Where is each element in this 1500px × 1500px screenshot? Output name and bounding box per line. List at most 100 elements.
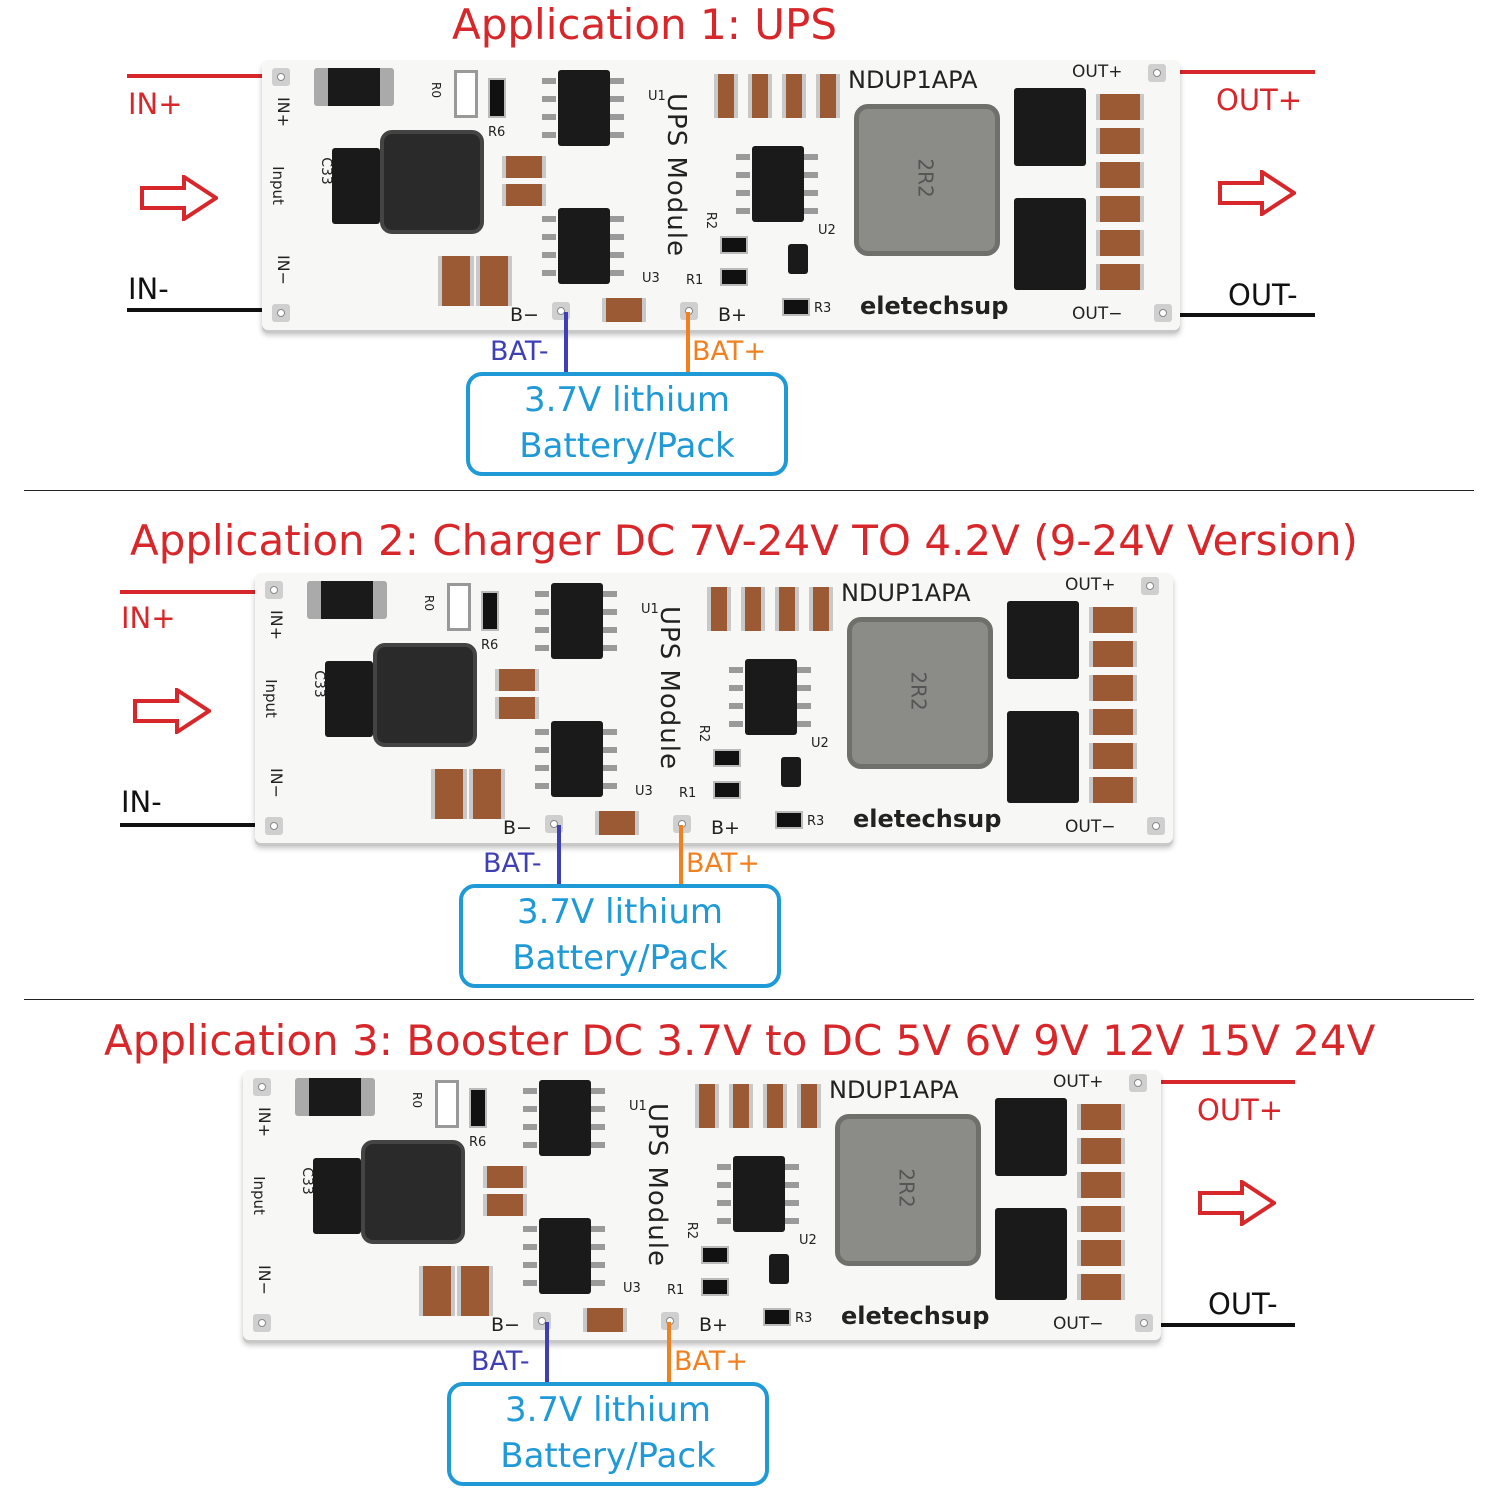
silk-in-plus: IN+ bbox=[274, 96, 294, 128]
capacitor bbox=[419, 1266, 455, 1316]
silk-b-minus: B− bbox=[503, 817, 532, 839]
capacitor bbox=[502, 184, 546, 206]
silk-r2: R2 bbox=[684, 1221, 700, 1240]
app2-bat-plus-wire bbox=[679, 825, 683, 885]
silk-b-minus: B− bbox=[491, 1314, 520, 1336]
silk-out-plus: OUT+ bbox=[1072, 62, 1123, 82]
capacitor-row bbox=[782, 74, 806, 118]
transistor-component bbox=[769, 1254, 789, 1284]
transistor-component bbox=[788, 244, 808, 274]
app3-output-arrow-icon bbox=[1198, 1180, 1276, 1226]
output-capacitor bbox=[1089, 777, 1137, 803]
capacitor bbox=[495, 669, 539, 691]
app1-input-arrow-icon bbox=[140, 175, 218, 221]
silk-b-minus: B− bbox=[510, 304, 539, 326]
app1-bat-plus-wire bbox=[686, 312, 690, 372]
app1-out-plus-label: OUT+ bbox=[1216, 83, 1303, 117]
resistor-r6 bbox=[481, 591, 499, 631]
out-minus-pad bbox=[1135, 1314, 1153, 1332]
silk-r3: R3 bbox=[814, 301, 832, 316]
app2-title: Application 2: Charger DC 7V-24V TO 4.2V… bbox=[130, 516, 1358, 565]
chip-u2-main bbox=[745, 659, 797, 735]
silk-r0: R0 bbox=[428, 82, 443, 98]
chip-u2-main bbox=[733, 1156, 785, 1232]
silk-input: Input bbox=[268, 166, 287, 205]
output-capacitor bbox=[1089, 675, 1137, 701]
silk-module-name: UPS Module bbox=[661, 92, 692, 258]
b-plus-pad bbox=[673, 815, 691, 833]
mosfet-component bbox=[325, 661, 373, 737]
resistor-r1 bbox=[720, 268, 748, 286]
diode-component bbox=[307, 581, 387, 619]
capacitor-row bbox=[714, 74, 738, 118]
resistor-r6 bbox=[469, 1088, 487, 1128]
silk-brand: eletechsup bbox=[853, 805, 1002, 833]
app1-out-plus-wire bbox=[1155, 70, 1315, 74]
silk-out-plus: OUT+ bbox=[1065, 575, 1116, 595]
silk-u3: U3 bbox=[635, 784, 653, 799]
out-minus-pad bbox=[1154, 304, 1172, 322]
silk-u2: U2 bbox=[799, 1233, 817, 1248]
silk-r3: R3 bbox=[795, 1311, 813, 1326]
app2-in-minus-label: IN- bbox=[121, 785, 162, 819]
mosfet-component bbox=[332, 148, 380, 224]
output-mosfet bbox=[1014, 88, 1086, 166]
in-minus-pad bbox=[265, 817, 283, 835]
capacitor bbox=[469, 769, 505, 819]
battery-line2: Battery/Pack bbox=[512, 938, 728, 978]
silk-in-minus: IN− bbox=[267, 767, 287, 799]
resistor-r1 bbox=[713, 781, 741, 799]
output-capacitor bbox=[1077, 1138, 1125, 1164]
silk-c33: C33 bbox=[298, 1167, 315, 1195]
output-capacitor bbox=[1096, 128, 1144, 154]
app1-out-minus-wire bbox=[1160, 313, 1315, 317]
silk-r2: R2 bbox=[703, 211, 719, 230]
output-capacitor bbox=[1089, 641, 1137, 667]
silk-brand: eletechsup bbox=[860, 292, 1009, 320]
section-divider bbox=[24, 490, 1474, 491]
output-mosfet bbox=[1007, 601, 1079, 679]
output-capacitor bbox=[1077, 1274, 1125, 1300]
resistor-r1 bbox=[701, 1278, 729, 1296]
resistor-r3 bbox=[763, 1308, 791, 1326]
app1-bat-plus-label: BAT+ bbox=[692, 336, 767, 367]
in-plus-pad bbox=[265, 581, 283, 599]
silk-in-plus: IN+ bbox=[267, 609, 287, 641]
battery-line1: 3.7V lithium bbox=[523, 380, 731, 421]
power-inductor bbox=[854, 104, 1000, 256]
silk-r6: R6 bbox=[469, 1135, 487, 1150]
app3-out-minus-wire bbox=[1140, 1323, 1295, 1327]
in-plus-pad bbox=[253, 1078, 271, 1096]
output-capacitor bbox=[1096, 196, 1144, 222]
silk-c33: C33 bbox=[317, 157, 334, 185]
silk-input: Input bbox=[261, 679, 280, 718]
output-capacitor bbox=[1096, 94, 1144, 120]
silk-inductor-code: 2R2 bbox=[894, 1168, 919, 1208]
app3-bat-minus-label: BAT- bbox=[471, 1346, 530, 1377]
app3-out-minus-label: OUT- bbox=[1208, 1287, 1278, 1321]
app2-bat-minus-label: BAT- bbox=[483, 848, 542, 879]
app3-out-plus-label: OUT+ bbox=[1197, 1093, 1284, 1127]
capacitor bbox=[476, 256, 512, 306]
app3-bat-minus-wire bbox=[545, 1322, 549, 1382]
small-inductor bbox=[373, 643, 477, 747]
silk-u2: U2 bbox=[811, 736, 829, 751]
silk-r6: R6 bbox=[481, 638, 499, 653]
capacitor-row bbox=[729, 1084, 753, 1128]
app1-pcb-board: IN+ Input IN− C33 R0 R6 U1 U3 B− B+ UPS … bbox=[262, 60, 1180, 330]
output-mosfet bbox=[1014, 198, 1086, 290]
silk-u2: U2 bbox=[818, 223, 836, 238]
silk-b-plus: B+ bbox=[699, 1314, 728, 1336]
output-capacitor bbox=[1077, 1206, 1125, 1232]
capacitor bbox=[483, 1194, 527, 1216]
app1-battery-box: 3.7V lithium Battery/Pack bbox=[466, 372, 788, 476]
small-inductor bbox=[361, 1140, 465, 1244]
power-inductor bbox=[847, 617, 993, 769]
capacitor bbox=[502, 156, 546, 178]
capacitor bbox=[438, 256, 474, 306]
app1-bat-minus-wire bbox=[564, 312, 568, 372]
output-capacitor bbox=[1096, 264, 1144, 290]
app3-bat-plus-label: BAT+ bbox=[674, 1346, 749, 1377]
in-plus-pad bbox=[272, 68, 290, 86]
app2-pcb-board: IN+ Input IN− C33 R0 R6 U1 U3 B− B+ UPS … bbox=[255, 573, 1173, 843]
